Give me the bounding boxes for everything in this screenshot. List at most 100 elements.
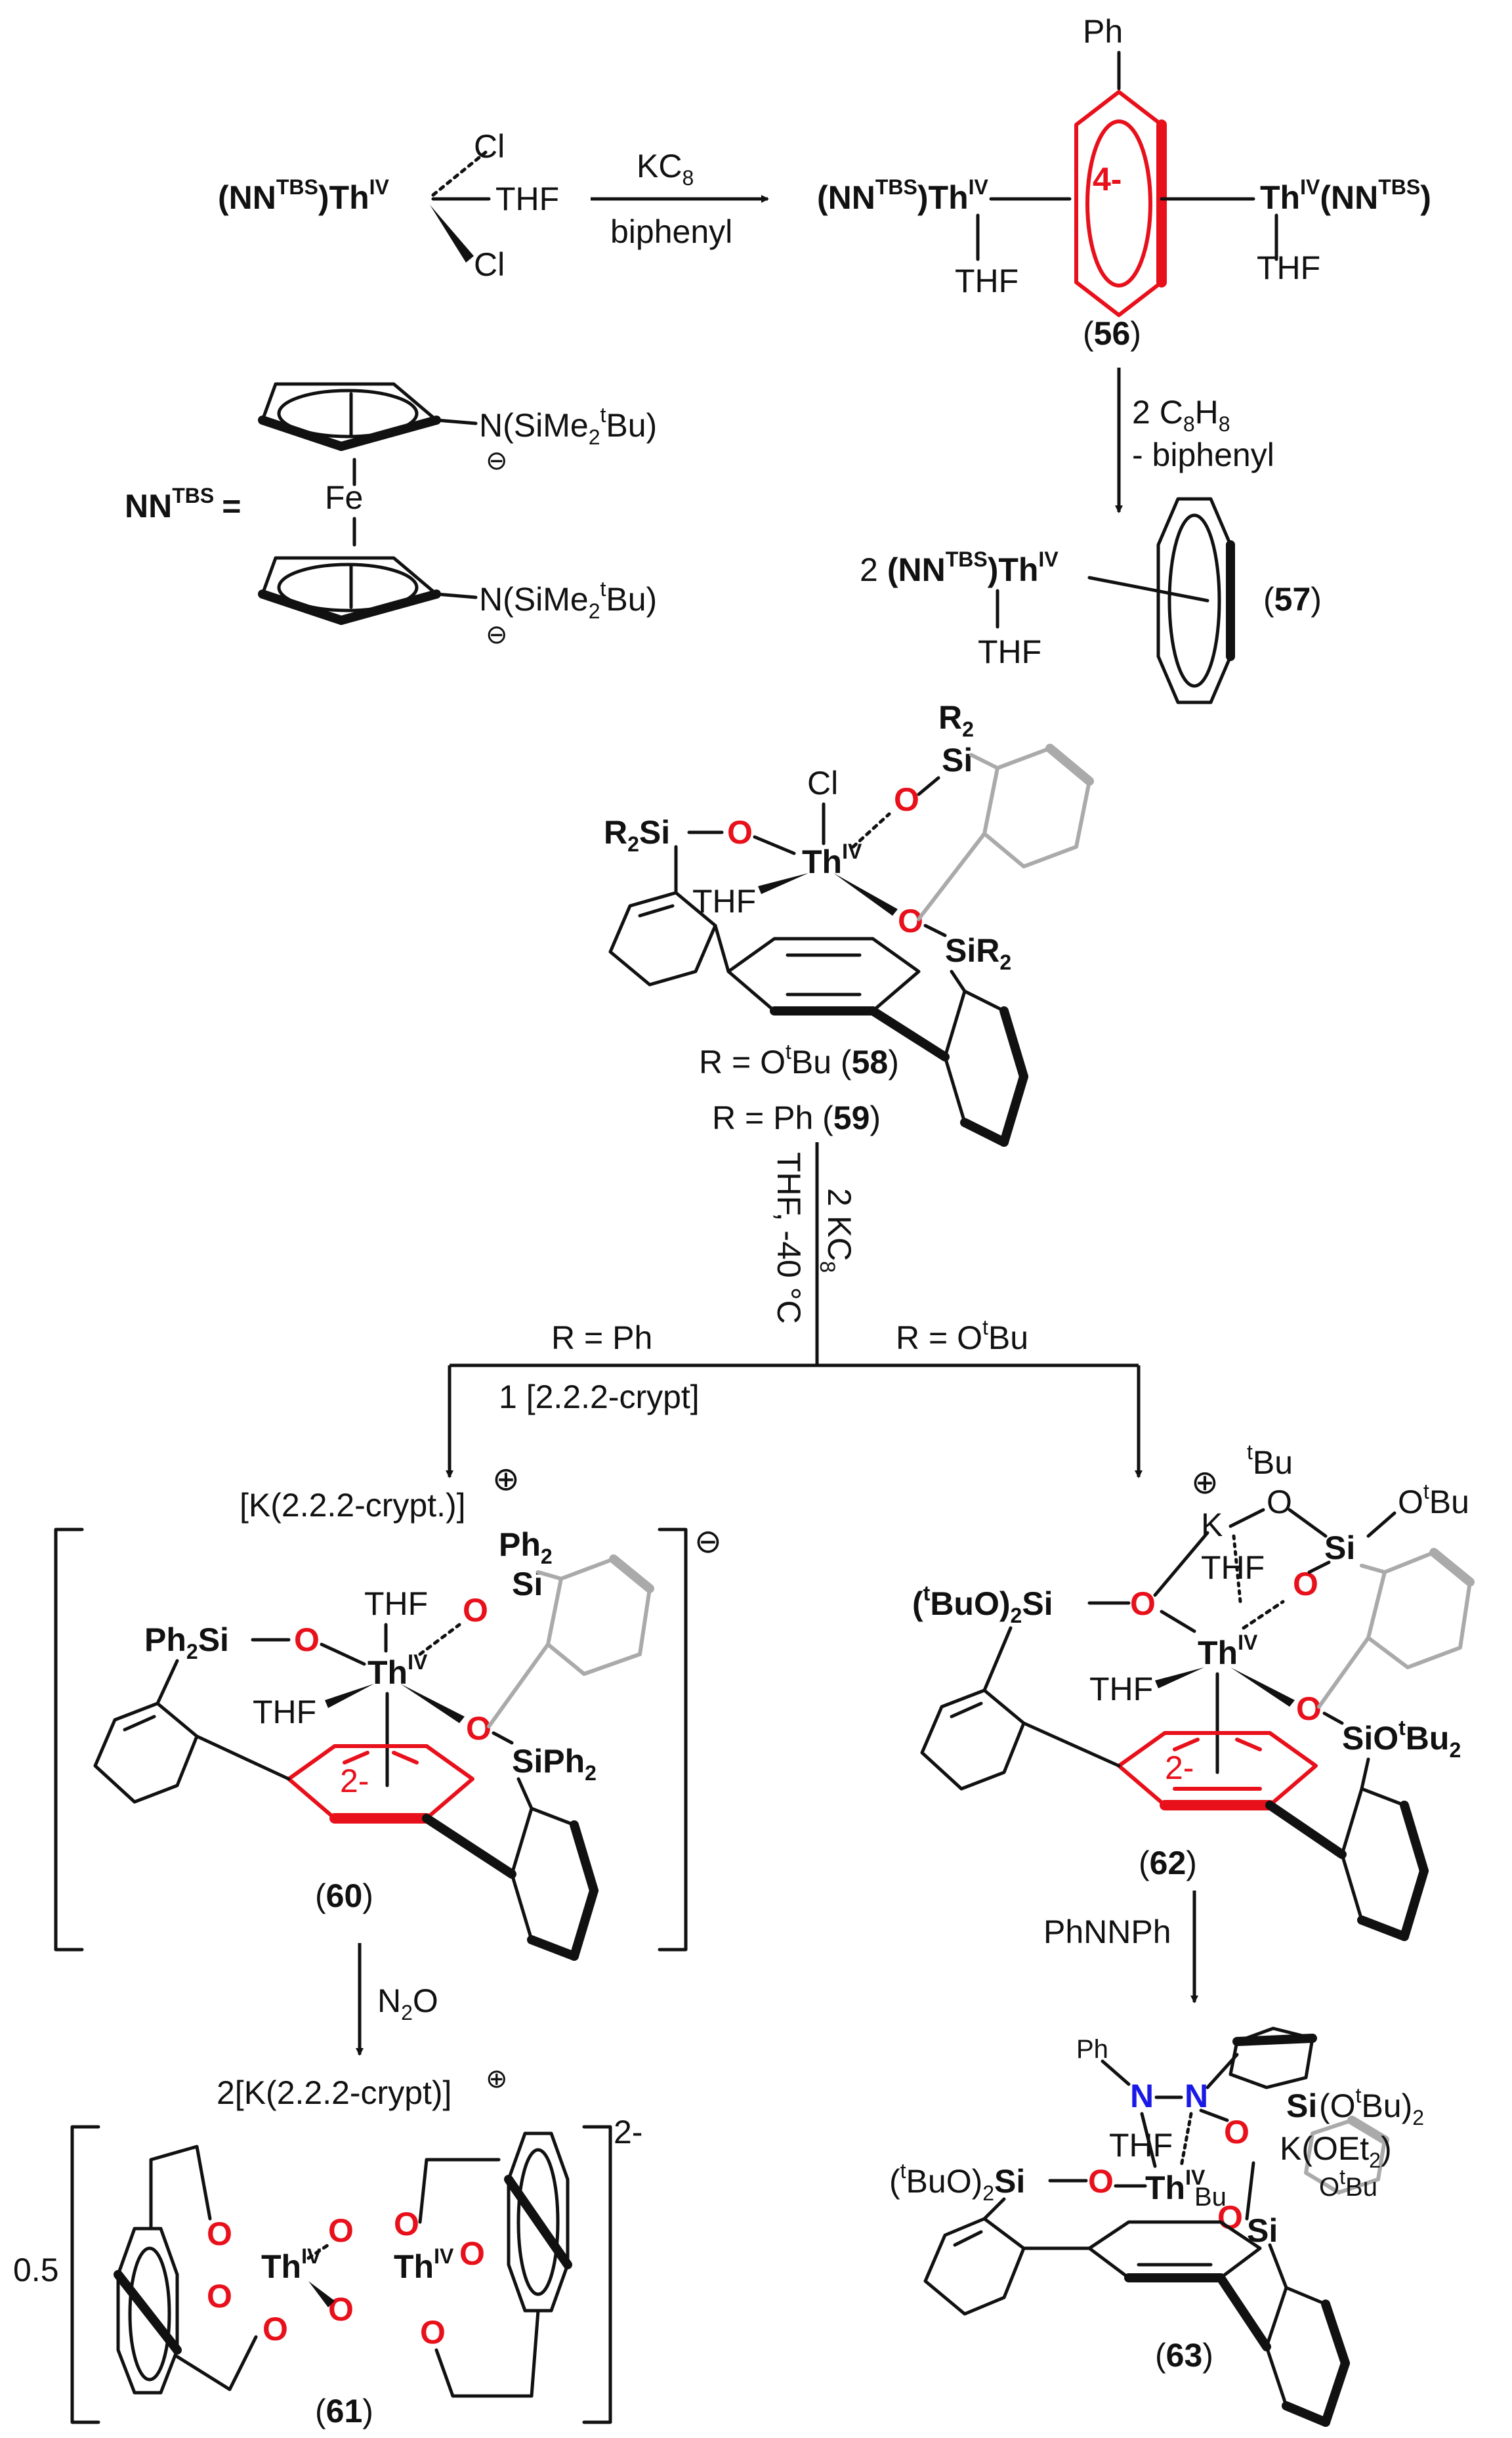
svg-text:4-: 4- — [1093, 161, 1122, 198]
cot-ring — [1156, 497, 1235, 704]
compound-61: 2[K(2.2.2-crypt)] ⊕ 0.5 2- O O O ThIV O … — [13, 2064, 642, 2429]
svg-text:(NNTBS)ThIV: (NNTBS)ThIV — [218, 175, 390, 216]
svg-text:PhNNPh: PhNNPh — [1043, 1914, 1171, 1950]
svg-text:O: O — [394, 2206, 419, 2242]
svg-text:O: O — [727, 814, 753, 851]
svg-text:KC8: KC8 — [637, 148, 694, 190]
svg-text:Ph: Ph — [1083, 13, 1123, 50]
svg-text:O: O — [328, 2212, 354, 2249]
svg-text:Cl: Cl — [474, 128, 505, 165]
svg-text:NNTBS=: NNTBS= — [125, 484, 241, 524]
svg-text:Ph2: Ph2 — [499, 1526, 553, 1568]
svg-text:ThIV: ThIV — [1145, 2166, 1206, 2206]
svg-text:2 C8H8: 2 C8H8 — [1132, 394, 1230, 436]
svg-text:1 [2.2.2-crypt]: 1 [2.2.2-crypt] — [499, 1379, 700, 1415]
svg-text:(62): (62) — [1139, 1845, 1197, 1881]
svg-text:2-: 2- — [614, 2114, 642, 2150]
svg-text:⊕: ⊕ — [1191, 1464, 1219, 1501]
svg-text:Cl: Cl — [807, 765, 838, 802]
svg-text:ThIV(NNTBS): ThIV(NNTBS) — [1260, 175, 1431, 216]
svg-text:⊖: ⊖ — [486, 446, 508, 475]
bottom-phenyl-60 — [422, 1777, 598, 1961]
svg-text:K(OEt2): K(OEt2) — [1280, 2130, 1392, 2172]
svg-text:N(SiMe2tBu): N(SiMe2tBu) — [479, 577, 657, 623]
grey-back-ring-62 — [1317, 1548, 1475, 1709]
svg-text:(56): (56) — [1083, 315, 1141, 352]
svg-text:N(SiMe2tBu): N(SiMe2tBu) — [479, 403, 657, 449]
svg-text:2-: 2- — [340, 1763, 369, 1799]
svg-text:O: O — [207, 2278, 232, 2315]
svg-text:THF, -40 °C: THF, -40 °C — [770, 1152, 807, 1324]
arrow-reaction-4: N2O — [356, 1943, 438, 2056]
svg-text:biphenyl: biphenyl — [610, 213, 732, 250]
grey-back-ring-63 — [1304, 2116, 1389, 2194]
svg-text:THF: THF — [253, 1694, 316, 1730]
svg-text:Ph: Ph — [1076, 2035, 1108, 2064]
svg-text:⊖: ⊖ — [694, 1523, 722, 1560]
grey-back-ring-58 — [917, 744, 1094, 921]
svg-text:0.5: 0.5 — [13, 2252, 59, 2288]
svg-text:ThIV: ThIV — [1198, 1631, 1258, 1671]
svg-text:(tBuO)2Si: (tBuO)2Si — [912, 1581, 1053, 1627]
svg-text:2-: 2- — [1165, 1749, 1194, 1786]
svg-text:SiPh2: SiPh2 — [512, 1743, 597, 1785]
svg-text:O: O — [207, 2215, 232, 2252]
svg-text:(63): (63) — [1155, 2337, 1213, 2374]
svg-text:N: N — [1185, 2078, 1208, 2114]
svg-text:OtBu: OtBu — [1319, 2165, 1377, 2202]
svg-text:THF: THF — [1201, 1549, 1265, 1586]
svg-text:THF: THF — [1089, 1671, 1153, 1707]
arrow-reaction-1: KC8 biphenyl — [591, 148, 769, 250]
svg-text:O: O — [1267, 1484, 1292, 1520]
svg-text:ThIV: ThIV — [261, 2244, 322, 2285]
right-cyclophane-61 — [418, 2131, 572, 2398]
svg-text:⊕: ⊕ — [486, 2064, 508, 2093]
svg-text:O: O — [463, 1592, 488, 1629]
svg-text:SiOtBu2: SiOtBu2 — [1342, 1716, 1461, 1762]
ligand-definition: NNTBS= Fe N(SiMe2tBu) ⊖ N(SiMe2tBu) ⊖ — [125, 382, 657, 649]
compound-63: Ph N N O Si (OtBu)2 K(OEt2) THF (tBuO)2S… — [889, 2026, 1424, 2427]
svg-text:R = OtBu (58): R = OtBu (58) — [699, 1040, 899, 1080]
svg-text:2 KC8: 2 KC8 — [816, 1188, 858, 1273]
svg-text:(57): (57) — [1263, 581, 1322, 618]
svg-text:THF: THF — [978, 633, 1041, 670]
svg-text:N2O: N2O — [377, 1982, 438, 2024]
left-cyclophane-61 — [114, 2145, 258, 2395]
svg-text:Si: Si — [1286, 2087, 1317, 2124]
svg-text:ThIV: ThIV — [368, 1650, 428, 1691]
svg-text:R = Ph: R = Ph — [551, 1319, 652, 1356]
svg-text:O: O — [459, 2235, 485, 2272]
bottom-phenyl-62 — [1265, 1757, 1429, 1941]
svg-text:Ph2Si: Ph2Si — [144, 1621, 229, 1663]
svg-text:N: N — [1130, 2078, 1154, 2114]
svg-text:O: O — [1293, 1566, 1318, 1602]
svg-text:O: O — [294, 1621, 320, 1658]
svg-text:R = OtBu: R = OtBu — [896, 1315, 1028, 1356]
svg-text:Si: Si — [1324, 1529, 1355, 1566]
tetraanionic-biphenyl-ring: 4- — [1074, 90, 1167, 317]
svg-text:O: O — [1296, 1690, 1322, 1727]
svg-text:(60): (60) — [315, 1877, 373, 1914]
bottom-phenyl-63 — [1216, 2243, 1350, 2427]
svg-text:[K(2.2.2-crypt.)]: [K(2.2.2-crypt.)] — [240, 1487, 466, 1524]
svg-text:ThIV: ThIV — [394, 2244, 454, 2285]
compound-60: [K(2.2.2-crypt.)] ⊕ ⊖ Ph2Si O THF ThIV O… — [54, 1461, 722, 1961]
svg-text:Bu: Bu — [1194, 2183, 1227, 2212]
svg-text:SiR2: SiR2 — [945, 932, 1011, 974]
svg-text:O: O — [1088, 2163, 1114, 2200]
svg-text:THF: THF — [495, 181, 559, 217]
svg-text:⊖: ⊖ — [486, 620, 508, 649]
svg-text:THF: THF — [364, 1585, 428, 1622]
central-ring-63 — [1087, 2220, 1262, 2282]
starting-thorium-dichloride: (NNTBS)ThIV Cl THF Cl — [218, 128, 559, 283]
svg-text:O: O — [262, 2311, 288, 2347]
svg-text:O: O — [1130, 1585, 1156, 1622]
compound-57: 2(NNTBS)ThIV THF (57) — [860, 497, 1322, 704]
compound-56: (NNTBS)ThIV THF Ph 4- ThIV(NNTBS) THF (5… — [817, 13, 1431, 352]
left-phenyl-62 — [920, 1626, 1121, 1791]
svg-text:R = Ph (59): R = Ph (59) — [712, 1100, 881, 1136]
central-ring-58 — [726, 937, 921, 1016]
svg-text:O: O — [894, 781, 919, 818]
svg-text:2[K(2.2.2-crypt)]: 2[K(2.2.2-crypt)] — [217, 2074, 452, 2111]
arrow-reaction-2: 2 C8H8 - biphenyl — [1115, 368, 1274, 513]
